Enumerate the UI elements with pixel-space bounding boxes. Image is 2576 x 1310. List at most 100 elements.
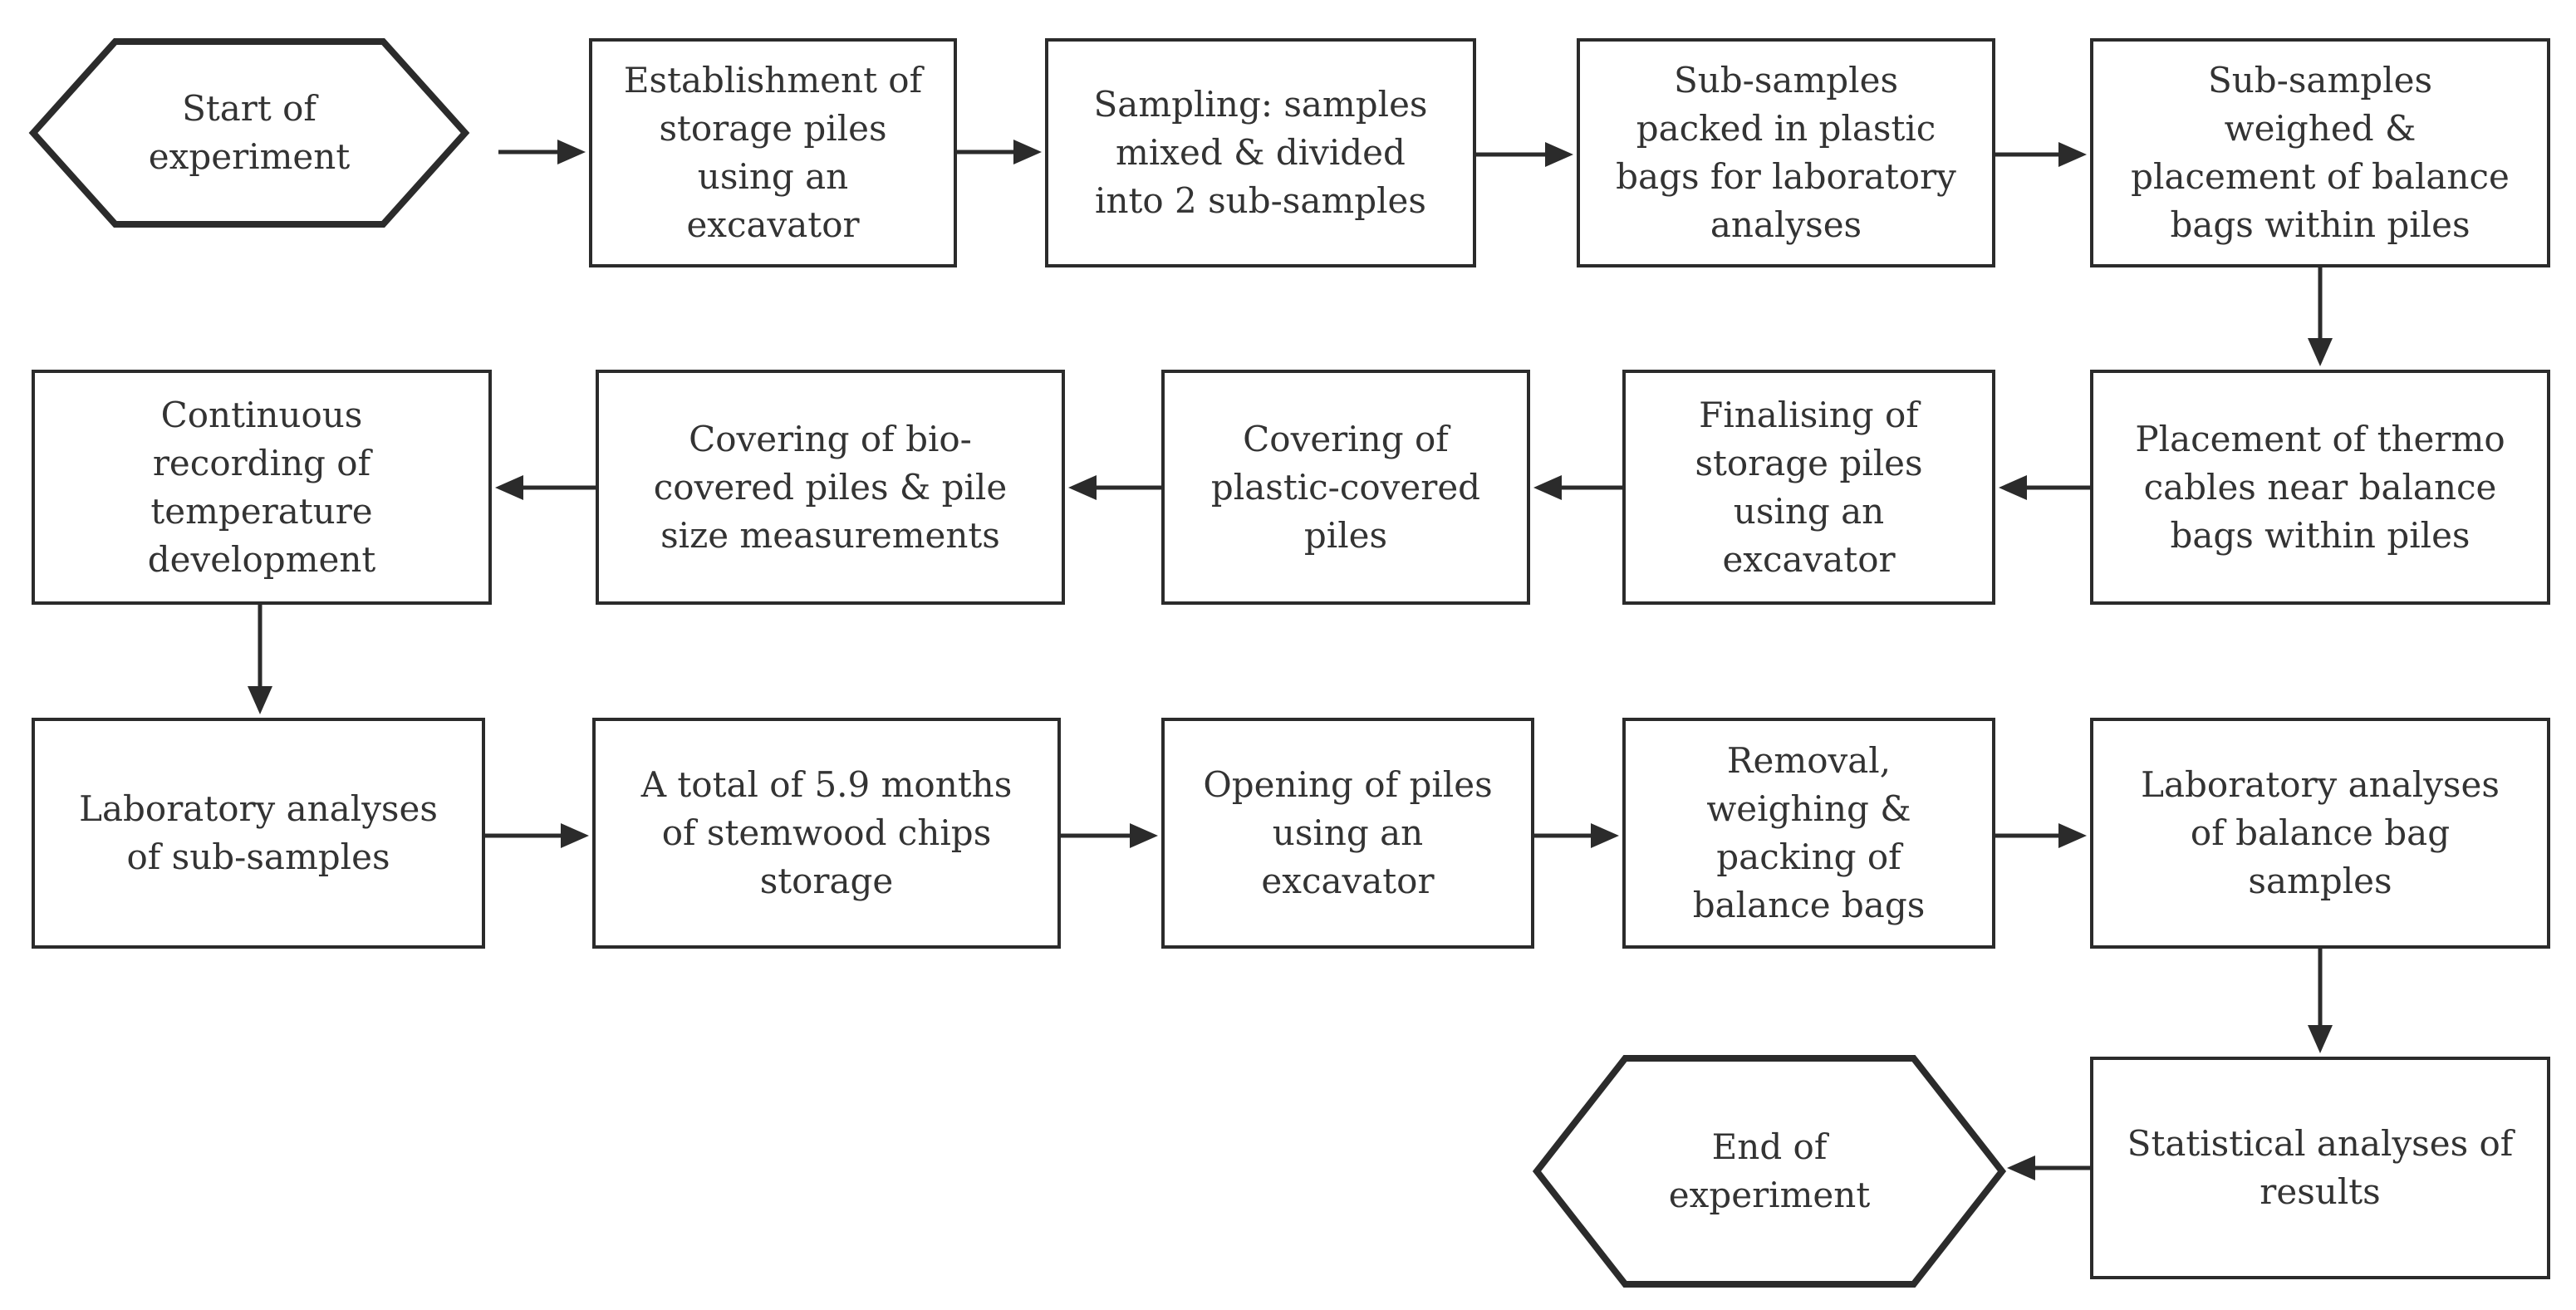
node-label-end: End of experiment xyxy=(1607,1058,1932,1284)
node-label-statistical: Statistical analyses of results xyxy=(2092,1058,2549,1278)
label-line: analyses xyxy=(1710,204,1862,245)
process-box-plastic-cover xyxy=(1161,370,1530,605)
label-line: of stemwood chips xyxy=(661,812,992,853)
process-box-weighed xyxy=(2090,38,2550,267)
arrow-removal-to-lab-balance xyxy=(1994,823,2087,848)
label-line: Placement of thermo xyxy=(2135,418,2505,459)
arrow-weighed-to-thermo xyxy=(2308,266,2333,366)
label-line: bags within piles xyxy=(2170,514,2471,556)
process-box-sampling xyxy=(1045,38,1476,267)
label-line: Sub-samples xyxy=(2207,60,2433,101)
process-box-opening xyxy=(1161,718,1534,949)
arrow-start-to-establishment xyxy=(498,140,586,164)
arrowhead-icon xyxy=(2308,338,2333,366)
arrow-finalising-to-plastic-cover xyxy=(1533,475,1624,500)
process-box-packed xyxy=(1577,38,1995,267)
label-line: placement of balance xyxy=(2131,156,2510,197)
label-line: results xyxy=(2260,1171,2381,1212)
arrow-lab-balance-to-statistical xyxy=(2308,947,2333,1053)
arrow-recording-to-lab-sub xyxy=(248,603,272,714)
label-line: excavator xyxy=(1261,861,1435,901)
process-box-bio-cover xyxy=(596,370,1065,605)
arrow-lab-sub-to-storage xyxy=(483,823,589,848)
node-label-weighed: Sub-samples weighed & placement of balance… xyxy=(2092,40,2549,266)
arrowhead-icon xyxy=(1130,823,1158,848)
label-line: recording of xyxy=(152,442,371,483)
label-line: Covering of bio- xyxy=(689,418,972,459)
label-line: excavator xyxy=(686,204,860,245)
label-line: balance bags xyxy=(1692,885,1926,925)
label-line: using an xyxy=(1272,812,1424,853)
arrowhead-icon xyxy=(1591,823,1619,848)
label-line: weighed & xyxy=(2224,108,2417,149)
label-line: A total of 5.9 months xyxy=(640,764,1013,805)
process-box-removal xyxy=(1622,718,1995,949)
label-line: experiment xyxy=(148,136,351,177)
label-line: Statistical analyses of xyxy=(2127,1123,2514,1164)
node-label-opening: Opening of piles using an excavator xyxy=(1163,719,1533,947)
label-line: Start of xyxy=(182,88,316,129)
label-line: into 2 sub-samples xyxy=(1095,180,1426,221)
process-box-lab-sub xyxy=(32,718,485,949)
label-line: using an xyxy=(1733,490,1885,532)
label-line: storage piles xyxy=(659,108,887,149)
arrowhead-icon xyxy=(495,475,523,500)
process-box-statistical xyxy=(2090,1057,2550,1279)
label-line: size measurements xyxy=(660,514,1000,556)
label-line: covered piles & pile xyxy=(653,466,1008,508)
process-box-thermo xyxy=(2090,370,2550,605)
arrowhead-icon xyxy=(1545,142,1573,167)
process-box-establishment xyxy=(589,38,957,267)
label-line: Opening of piles xyxy=(1203,764,1493,805)
label-line: excavator xyxy=(1722,538,1896,580)
arrow-bio-cover-to-recording xyxy=(495,475,597,500)
label-line: experiment xyxy=(1668,1175,1871,1215)
arrow-establishment-to-sampling xyxy=(955,140,1042,164)
label-line: temperature xyxy=(150,490,373,532)
label-line: samples xyxy=(2248,861,2392,901)
label-line: weighing & xyxy=(1706,788,1911,829)
label-line: Laboratory analyses xyxy=(79,788,438,829)
label-line: of balance bag xyxy=(2190,812,2451,853)
start-terminal xyxy=(28,38,470,228)
label-line: Covering of xyxy=(1243,418,1449,459)
arrow-storage-to-opening xyxy=(1059,823,1158,848)
process-box-lab-balance xyxy=(2090,718,2550,949)
arrow-thermo-to-finalising xyxy=(1999,475,2092,500)
label-line: mixed & divided xyxy=(1116,132,1406,173)
label-line: Finalising of xyxy=(1699,394,1919,435)
label-line: Establishment of xyxy=(623,60,923,101)
arrowhead-icon xyxy=(1999,475,2027,500)
arrowhead-icon xyxy=(2058,823,2087,848)
label-line: packing of xyxy=(1716,837,1901,877)
label-line: of sub-samples xyxy=(126,837,390,877)
arrowhead-icon xyxy=(1533,475,1562,500)
node-label-start: Start of experiment xyxy=(98,42,400,224)
node-label-lab-sub: Laboratory analyses of sub-samples xyxy=(33,719,483,947)
node-label-finalising: Finalising of storage piles using an excava… xyxy=(1624,371,1994,603)
label-line: End of xyxy=(1711,1126,1828,1167)
arrow-statistical-to-end xyxy=(2007,1155,2092,1180)
label-line: piles xyxy=(1303,514,1388,556)
arrowhead-icon xyxy=(248,686,272,714)
node-label-packed: Sub-samples packed in plastic bags for lab… xyxy=(1578,40,1994,266)
process-box-storage xyxy=(592,718,1061,949)
label-line: development xyxy=(147,538,376,580)
node-label-bio-cover: Covering of bio-covered piles & pile size… xyxy=(597,371,1063,603)
label-line: using an xyxy=(697,156,849,197)
label-line: bags for laboratory xyxy=(1616,156,1956,197)
label-line: storage xyxy=(759,861,894,901)
label-line: packed in plastic xyxy=(1636,108,1936,149)
arrowhead-icon xyxy=(2007,1155,2035,1180)
label-line: Sub-samples xyxy=(1673,60,1899,101)
label-line: storage piles xyxy=(1695,442,1923,483)
node-label-establishment: Establishment of storage piles using an exc… xyxy=(591,40,955,266)
label-line: bags within piles xyxy=(2170,204,2471,245)
label-line: Sampling: samples xyxy=(1093,84,1428,125)
arrow-plastic-cover-to-bio-cover xyxy=(1068,475,1163,500)
